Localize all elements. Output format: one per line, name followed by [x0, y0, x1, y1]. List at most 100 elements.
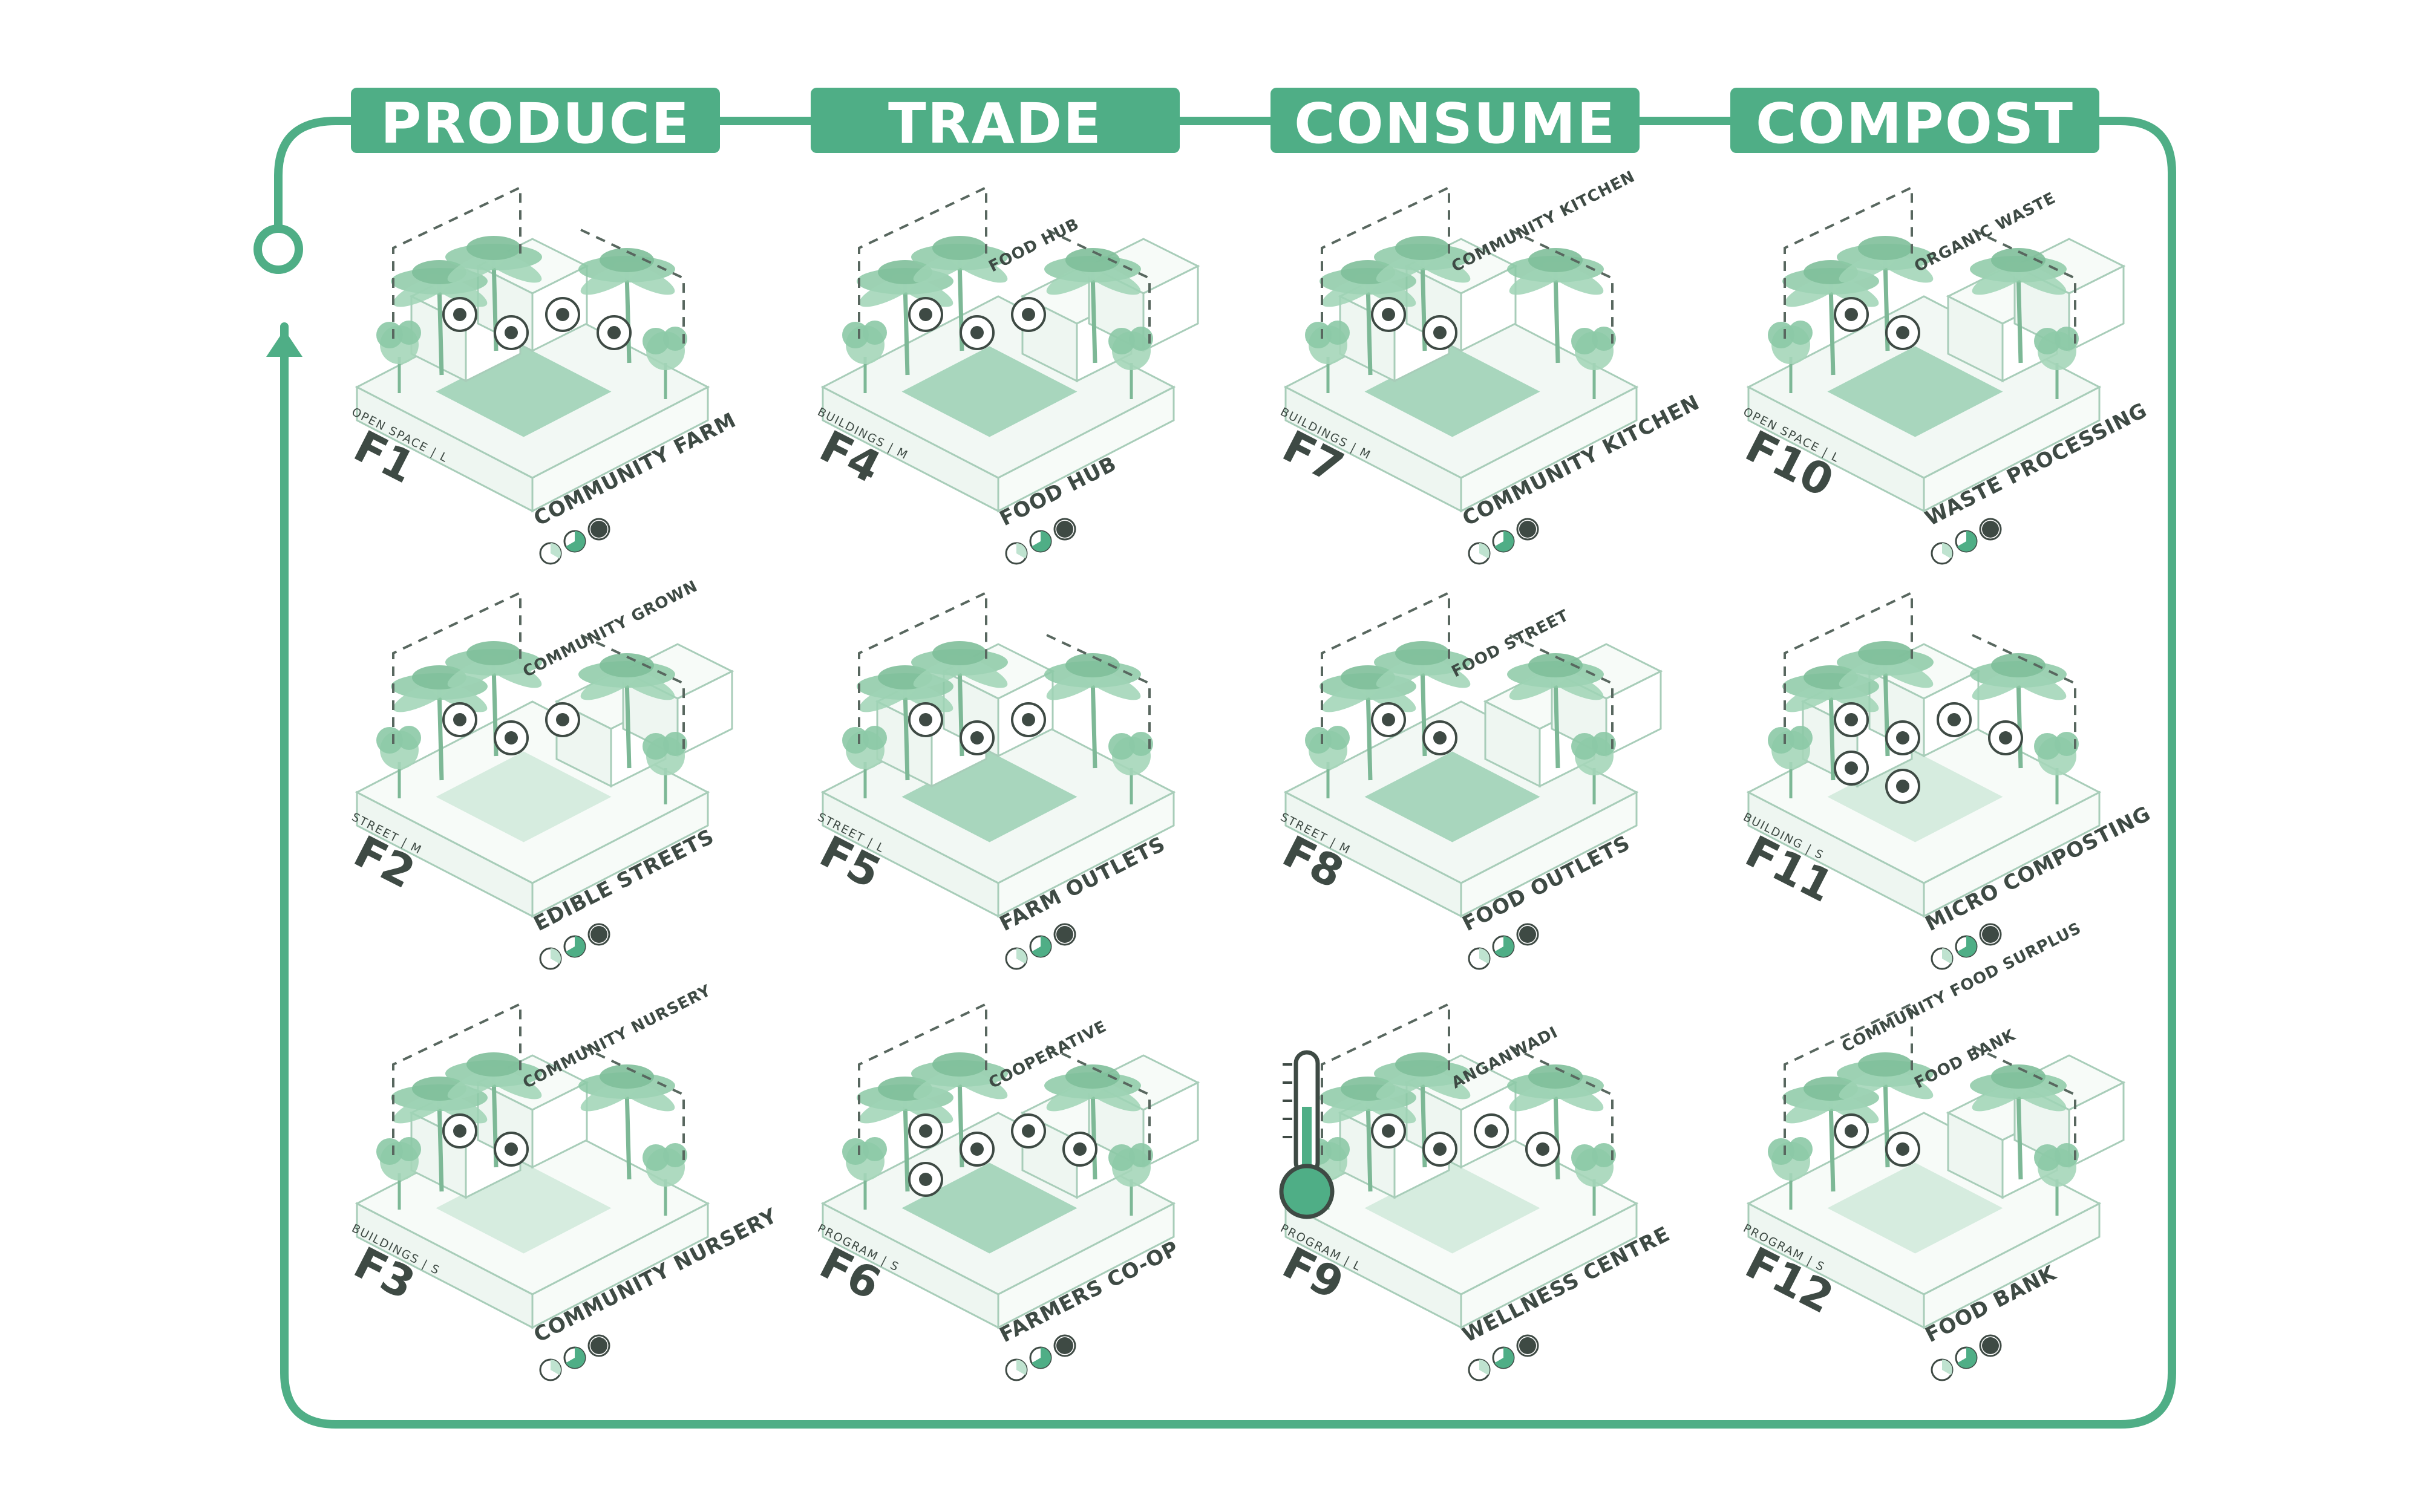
compost-icon — [1937, 702, 1972, 737]
stage-header-label: COMPOST — [1756, 91, 2074, 156]
dashed-connector — [1972, 229, 2076, 351]
rating-circle-icon — [1005, 947, 1028, 970]
dashed-connector — [1972, 1045, 2076, 1167]
scale-rating-icons — [1931, 1334, 2002, 1381]
fruit-icon — [545, 702, 580, 737]
rating-circle-icon — [1979, 1334, 2002, 1357]
dashed-connector — [1972, 634, 2076, 756]
rating-circle-icon — [587, 1334, 610, 1357]
fish-icon — [494, 315, 529, 350]
dashed-connector — [580, 229, 685, 351]
fruit-icon — [494, 720, 529, 755]
stage-header-label: PRODUCE — [381, 91, 690, 156]
fruit-icon — [597, 315, 632, 350]
rating-circle-icon — [1492, 530, 1515, 553]
rating-circle-icon — [1029, 1346, 1052, 1369]
rating-circle-icon — [1955, 530, 1978, 553]
compost-icon — [1834, 751, 1869, 786]
stage-header-label: TRADE — [888, 91, 1102, 156]
dashed-connector — [1321, 185, 1450, 339]
rating-circle-icon — [563, 935, 586, 958]
rating-circle-icon — [1516, 923, 1539, 946]
cycle-start-node — [253, 224, 303, 274]
dashed-connector — [1321, 590, 1450, 744]
rating-circle-icon — [1053, 1334, 1076, 1357]
rating-circle-icon — [587, 923, 610, 946]
rating-circle-icon — [1516, 518, 1539, 541]
food-stall-icon — [1371, 702, 1406, 737]
stage-header-trade: TRADE — [811, 88, 1180, 156]
rupee-icon — [960, 1132, 995, 1167]
dashed-connector — [1046, 1045, 1151, 1167]
dashed-connector — [1784, 185, 1913, 339]
thermometer-graphic — [1279, 1050, 1335, 1219]
compost-icon — [1988, 720, 2023, 755]
fruit-icon — [442, 297, 477, 332]
scale-rating-icons — [539, 923, 610, 970]
dashed-connector — [580, 1045, 685, 1167]
stage-header-produce: PRODUCE — [351, 88, 720, 156]
rating-circle-icon — [539, 1358, 562, 1381]
scale-rating-icons — [1931, 923, 2002, 970]
dashed-connector — [1321, 1002, 1450, 1155]
scale-rating-icons — [1005, 923, 1076, 970]
grain-icon — [960, 315, 995, 350]
scale-rating-icons — [539, 518, 610, 565]
scale-rating-icons — [1468, 923, 1539, 970]
dashed-connector — [1784, 590, 1913, 744]
dashed-connector — [858, 1002, 987, 1155]
family-icon — [1422, 1132, 1457, 1167]
rating-circle-icon — [1492, 1346, 1515, 1369]
rating-circle-icon — [539, 542, 562, 565]
rating-circle-icon — [1931, 1358, 1954, 1381]
rating-circle-icon — [1053, 923, 1076, 946]
cooking-pot-icon — [1371, 297, 1406, 332]
rating-circle-icon — [1005, 542, 1028, 565]
dashed-connector — [1509, 1045, 1614, 1167]
dashed-connector — [1046, 634, 1151, 756]
rating-circle-icon — [1468, 947, 1491, 970]
cart-icon — [960, 720, 995, 755]
onion-icon — [1834, 297, 1869, 332]
rating-circle-icon — [1955, 935, 1978, 958]
rating-circle-icon — [1492, 935, 1515, 958]
cycle-arrow-icon — [266, 330, 302, 357]
rating-circle-icon — [563, 530, 586, 553]
shop-icon — [1062, 1132, 1097, 1167]
scale-rating-icons — [1468, 518, 1539, 565]
scale-rating-icons — [1005, 518, 1076, 565]
watering-can-icon — [1525, 1132, 1560, 1167]
dashed-connector — [392, 185, 522, 339]
food-plate-icon — [1834, 1113, 1869, 1149]
platform-green-zone — [901, 1162, 1078, 1254]
rating-circle-icon — [1053, 518, 1076, 541]
serving-dish-icon — [1422, 720, 1457, 755]
people-icon — [908, 1113, 943, 1149]
cycle-loop-line — [274, 117, 2176, 1429]
fruit-icon — [545, 297, 580, 332]
dashed-connector — [858, 185, 987, 339]
rating-circle-icon — [1931, 542, 1954, 565]
rating-circle-icon — [1979, 923, 2002, 946]
compost-icon — [1834, 702, 1869, 737]
compost-icon — [1885, 769, 1920, 804]
platform-green-zone — [1827, 346, 2003, 437]
scale-rating-icons — [1468, 1334, 1539, 1381]
balance-scale-icon — [1011, 1113, 1046, 1149]
vegetable-icon — [908, 1162, 943, 1197]
cash-register-icon — [1011, 297, 1046, 332]
plant-pot-icon — [494, 1132, 529, 1167]
stall-icon — [908, 702, 943, 737]
dashed-connector — [580, 634, 685, 756]
rating-circle-icon — [1029, 935, 1052, 958]
stage-header-compost: COMPOST — [1730, 88, 2099, 156]
platform-green-zone — [1364, 751, 1540, 842]
